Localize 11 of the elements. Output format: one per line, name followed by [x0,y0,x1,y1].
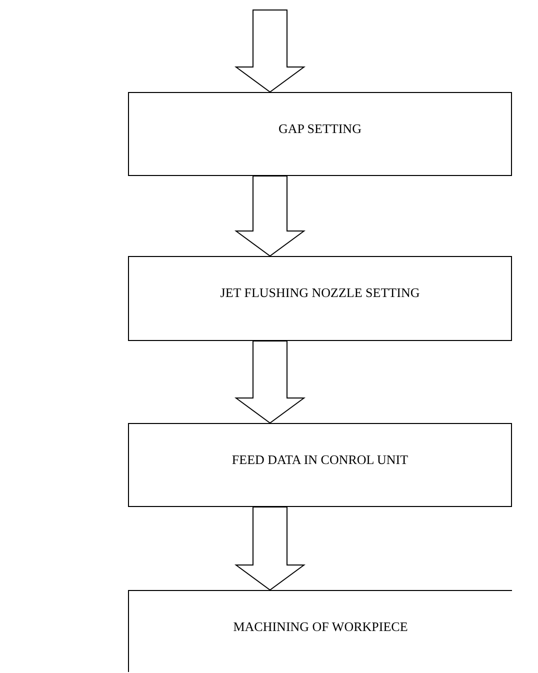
block-arrow [234,506,306,591]
step-label: MACHINING OF WORKPIECE [232,619,409,635]
process-box [128,256,512,341]
block-arrow [234,340,306,424]
block-arrow [234,10,306,93]
step-label: JET FLUSHING NOZZLE SETTING [219,285,421,301]
block-arrow [234,176,306,257]
process-box [128,423,512,507]
step-label: FEED DATA IN CONROL UNIT [230,452,410,468]
process-box [128,92,512,176]
step-label: GAP SETTING [278,121,362,137]
